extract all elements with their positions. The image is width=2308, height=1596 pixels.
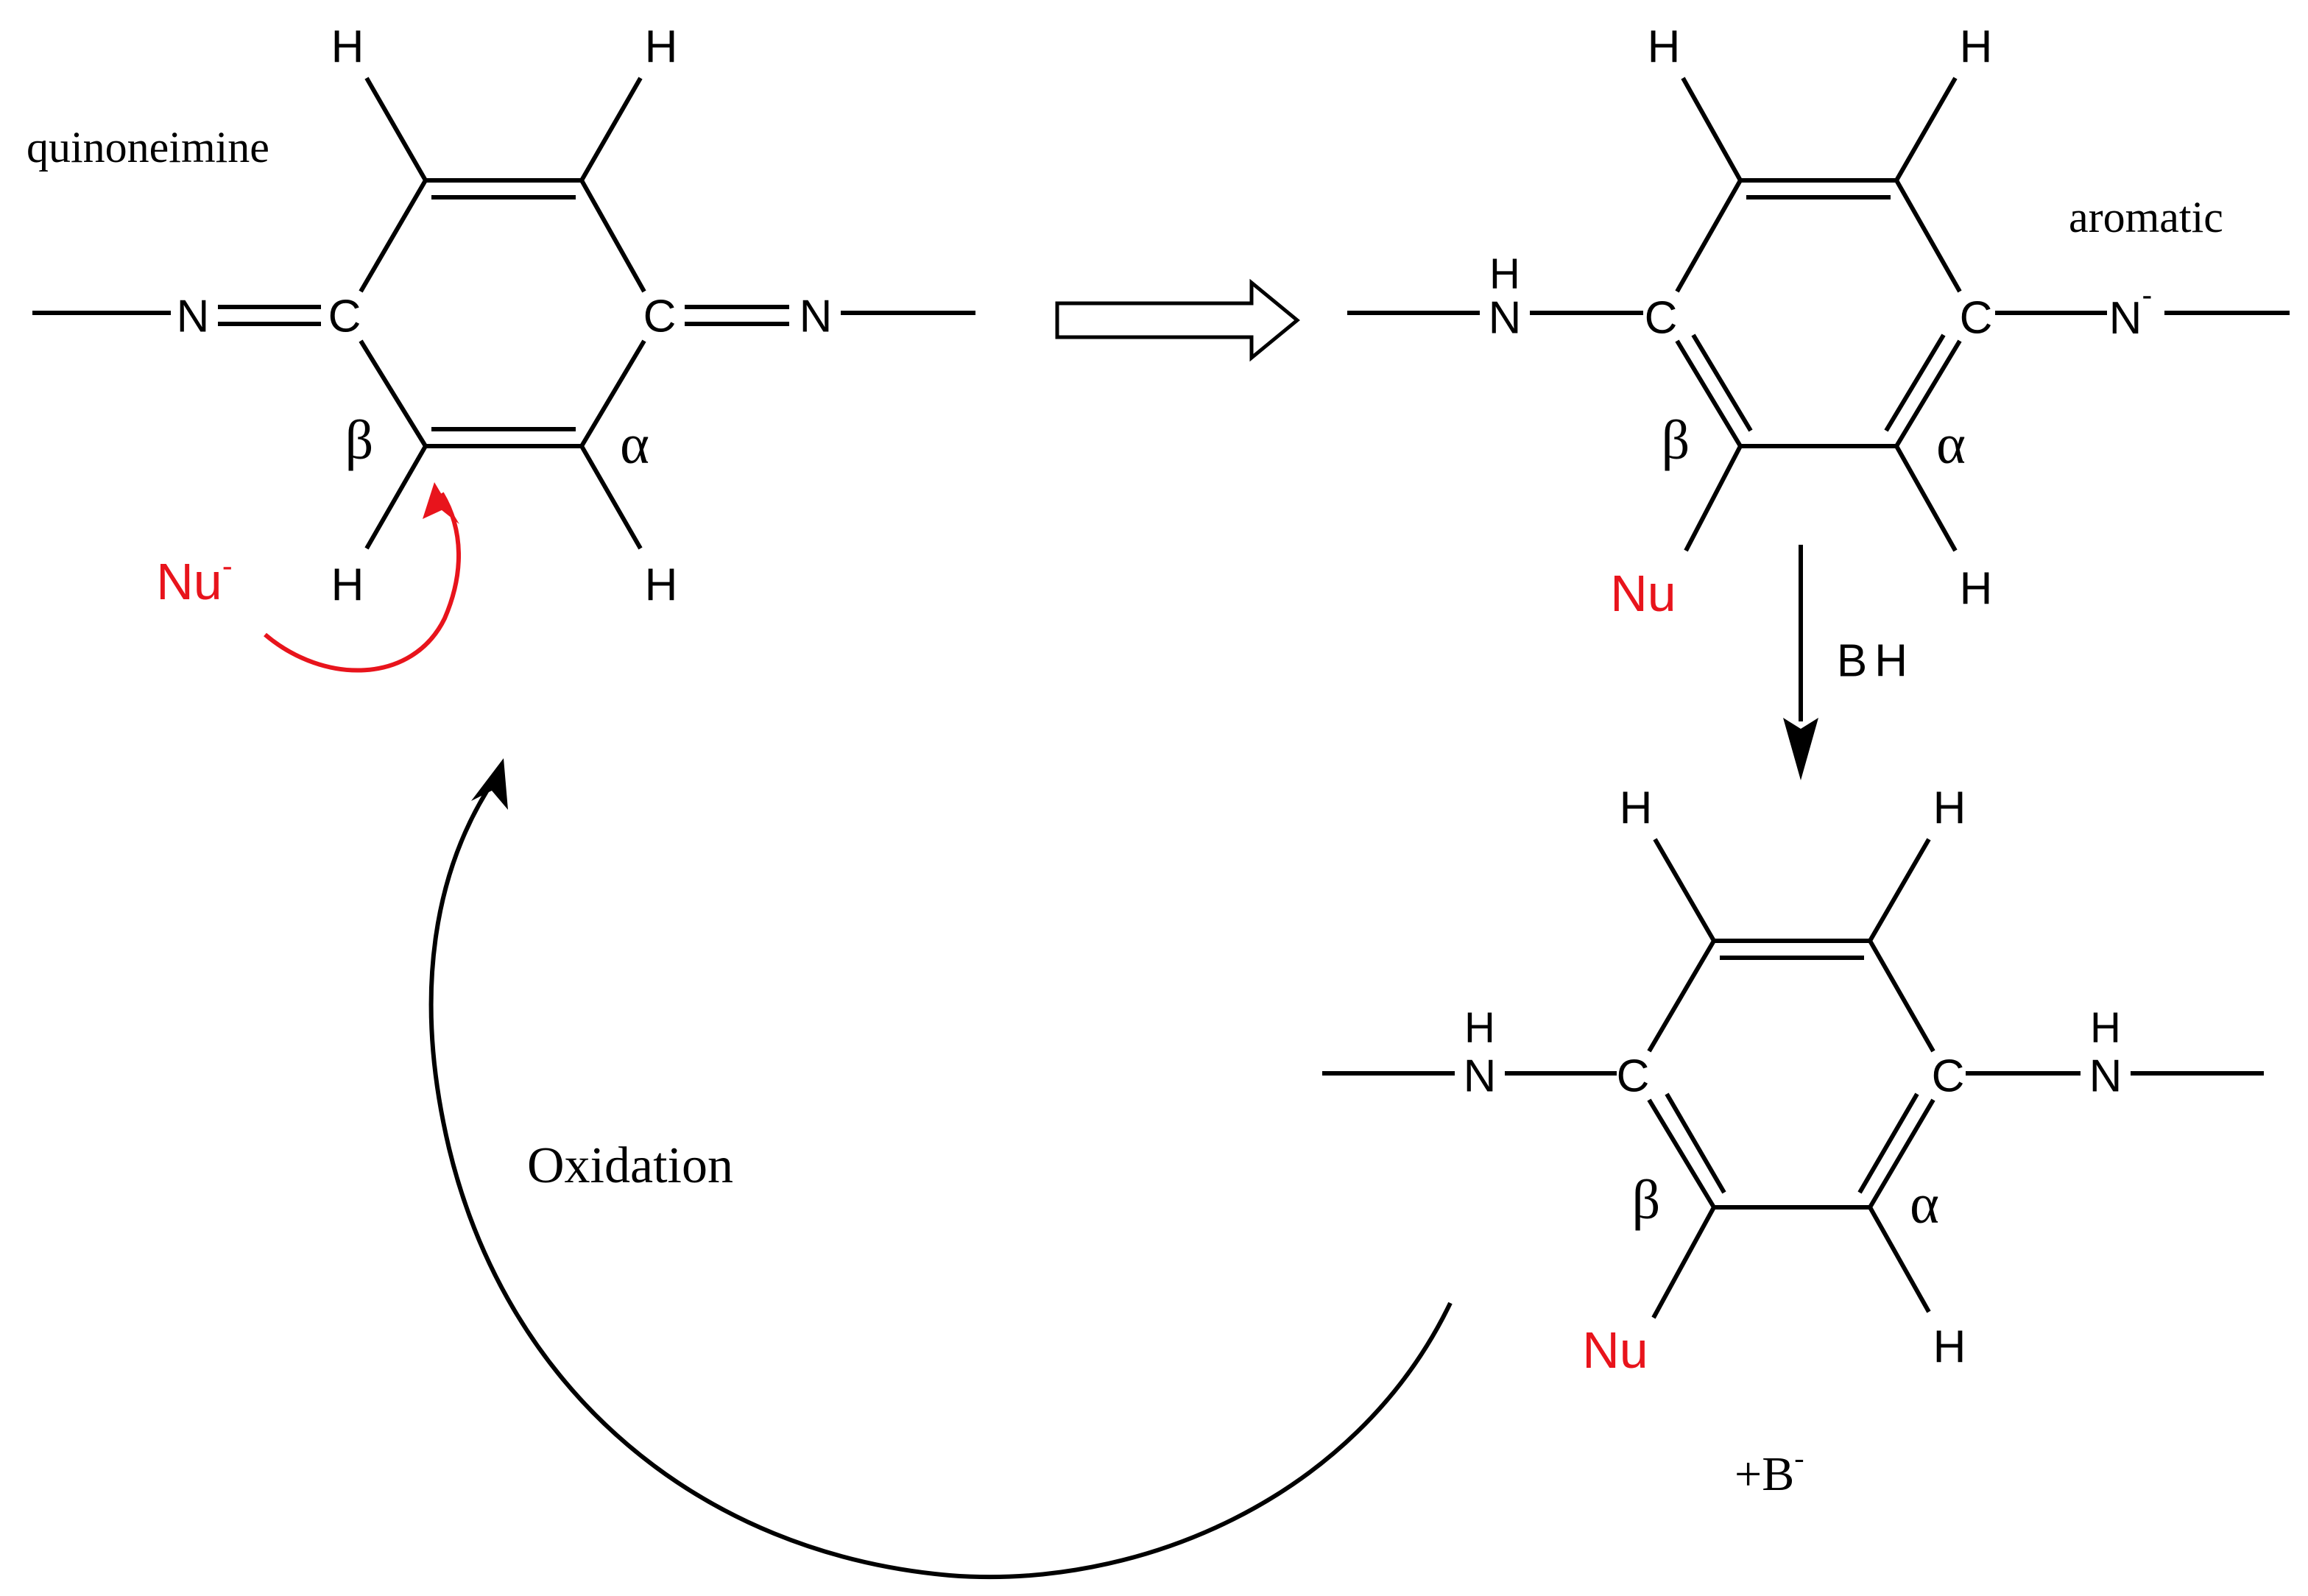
ring3-bond-c6-c1-a bbox=[1647, 1098, 1716, 1209]
hydrogen-alpha-2: H bbox=[1960, 564, 1993, 615]
beta-label-3: β bbox=[1632, 1169, 1661, 1231]
ring-bond-c4-c5 bbox=[579, 339, 646, 448]
bond-h-bottom-right bbox=[579, 445, 643, 550]
bond-h-bottom-right-2 bbox=[1894, 445, 1958, 552]
down-arrow-head bbox=[1783, 718, 1818, 780]
beta-label: β bbox=[345, 409, 374, 471]
beta-label-2: β bbox=[1662, 409, 1690, 471]
bond-nu-3 bbox=[1651, 1206, 1716, 1319]
bond-h-bottom-right-3 bbox=[1868, 1206, 1931, 1313]
oxidation-cycle: Oxidation bbox=[428, 758, 1453, 1580]
nh-hydrogen-right-3: H bbox=[2090, 1004, 2121, 1052]
oxidation-label: Oxidation bbox=[527, 1137, 733, 1194]
ring2-bond-c6-c1-a bbox=[1675, 339, 1743, 448]
left-carbon-3: C bbox=[1617, 1051, 1650, 1102]
right-nitrogen-3: N bbox=[2089, 1051, 2122, 1102]
hydrogen-top-right: H bbox=[645, 22, 678, 73]
hydrogen-beta: H bbox=[331, 560, 364, 611]
byproduct-label: +B- bbox=[1734, 1441, 1804, 1501]
ring2-bond-c1-c2 bbox=[1675, 179, 1743, 293]
ring-bond-c3-c4 bbox=[579, 179, 646, 293]
right-carbon-2: C bbox=[1960, 293, 1993, 344]
alpha-label: α bbox=[620, 414, 649, 476]
hydrogen-top-left-2: H bbox=[1648, 22, 1681, 73]
right-nitrogen: N bbox=[800, 292, 833, 342]
hydrogen-top-left: H bbox=[331, 22, 364, 73]
alpha-label-3: α bbox=[1910, 1173, 1939, 1235]
ring-bond-c1-c2 bbox=[359, 179, 428, 293]
left-carbon-2: C bbox=[1645, 293, 1678, 344]
bond-h-top-right bbox=[579, 77, 643, 182]
protonation-step: BH bbox=[1783, 545, 1915, 780]
left-nitrogen: N bbox=[177, 292, 210, 342]
ring3-bond-c4-c5-b bbox=[1857, 1092, 1919, 1194]
quinoneimine-structure: quinoneimine N C C N H H H H β α bbox=[27, 22, 975, 673]
ring2-bond-c4-c5-b bbox=[1884, 333, 1946, 432]
ring-bond-c6-c1 bbox=[359, 339, 428, 448]
nh-hydrogen-2: H bbox=[1489, 250, 1520, 298]
left-nitrogen-3: N bbox=[1464, 1051, 1497, 1102]
ring2-bond-c6-c1-b bbox=[1691, 333, 1753, 432]
ring3-bond-c1-c2 bbox=[1647, 939, 1716, 1053]
hollow-reaction-arrow bbox=[1055, 278, 1300, 362]
right-carbon: C bbox=[643, 292, 677, 342]
left-nitrogen-2: N bbox=[1489, 293, 1522, 344]
bond-h-top-right-2 bbox=[1894, 77, 1958, 182]
ring3-bond-c3-c4 bbox=[1868, 939, 1935, 1053]
bond-h-top-right-3 bbox=[1868, 838, 1931, 942]
nucleophilic-attack-arrowhead bbox=[423, 482, 459, 524]
bond-h-bottom-left bbox=[364, 445, 428, 550]
nucleophile-3: Nu bbox=[1582, 1321, 1648, 1379]
nucleophilic-attack-arrow bbox=[264, 492, 461, 673]
reagent-label: BH bbox=[1837, 636, 1915, 687]
nucleophile-2: Nu bbox=[1610, 565, 1676, 622]
ring3-bond-c6-c1-b bbox=[1665, 1092, 1726, 1194]
substituted-product-structure: H N C C H N H H Nu H β α +B- bbox=[1322, 783, 2264, 1501]
ring3-bond-c4-c5-a bbox=[1868, 1098, 1935, 1209]
bond-h-top-left-2 bbox=[1681, 77, 1743, 182]
aromatic-intermediate-structure: aromatic H N C C N- H H Nu H β α bbox=[1347, 22, 2290, 622]
hydrogen-alpha-3: H bbox=[1933, 1322, 1966, 1373]
quinoneimine-label: quinoneimine bbox=[27, 123, 269, 172]
bond-h-top-left-3 bbox=[1653, 838, 1716, 942]
nucleophile-anion: Nu- bbox=[156, 548, 232, 611]
oxidation-arc bbox=[428, 777, 1453, 1580]
ring2-bond-c4-c5-a bbox=[1894, 339, 1962, 448]
right-carbon-3: C bbox=[1932, 1051, 1965, 1102]
oxidation-arrowhead bbox=[471, 758, 508, 810]
bond-h-top-left bbox=[364, 77, 428, 182]
right-nitrogen-anion-2: N- bbox=[2109, 278, 2153, 344]
nh-hydrogen-left-3: H bbox=[1464, 1004, 1495, 1052]
aromatic-label: aromatic bbox=[2069, 193, 2223, 241]
alpha-label-2: α bbox=[1936, 414, 1966, 476]
hydrogen-top-right-2: H bbox=[1960, 22, 1993, 73]
ring2-bond-c3-c4 bbox=[1894, 179, 1962, 293]
bond-nu-2 bbox=[1684, 445, 1743, 552]
hydrogen-top-right-3: H bbox=[1933, 783, 1966, 834]
hydrogen-alpha: H bbox=[645, 560, 678, 611]
left-carbon: C bbox=[328, 292, 361, 342]
hydrogen-top-left-3: H bbox=[1620, 783, 1653, 834]
